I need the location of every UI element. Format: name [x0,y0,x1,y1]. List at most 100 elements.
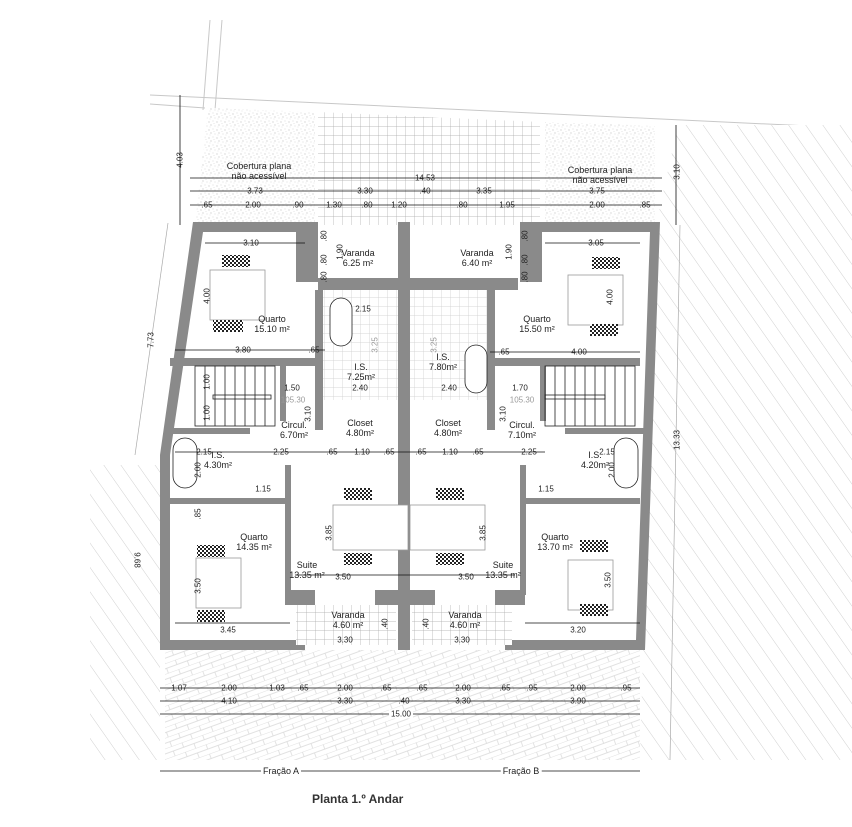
dim-bottom-row2-2: .40 [398,696,410,706]
dim-top-overall: 14.53 [414,173,436,183]
dim-var-tr-h2: .80 [520,254,530,266]
dim-bottom-row1-0: 1.07 [171,683,187,693]
roof-left [195,108,315,225]
fraction-a-label: Fração A [260,766,302,776]
dim-left-bottom: 9.68 [132,552,142,568]
dim-hall-r: 1.15 [538,484,554,494]
walls [160,222,660,650]
dim-bottom-row1-1: 2.00 [221,683,237,693]
dim-bottom-row1-10: 2.00 [570,683,586,693]
room-circul-left: Circul.6.70m² [279,420,309,440]
dim-q-tl-width: 3.10 [243,238,259,248]
dim-q-tr-width: 3.05 [588,238,604,248]
dim-row-l-3: .65 [383,447,395,457]
diag-dimension-lines [134,222,681,761]
dim-bottom-row1-5: .65 [380,683,392,693]
dim-stair-l-w: 1.50 [284,383,300,393]
dim-suite-l-h: 3.85 [324,525,334,541]
dim-row-l-2: 1.10 [354,447,370,457]
fraction-b-label: Fração B [500,766,542,776]
dim-bottom-row1-6: .65 [416,683,428,693]
dim-top-row3-7: 1.95 [499,200,515,210]
dim-is-sl-w: 2.15 [196,447,212,457]
dim-top-row2-0: 3.73 [247,186,263,196]
dim-right-top-height: 3.10 [672,164,682,180]
dim-suite-l-w: 3.50 [335,572,351,582]
dim-top-row2-2: .40 [419,186,431,196]
dim-bottom-row1-9: .95 [526,683,538,693]
dim-var-tr-depth: 1.90 [504,244,514,260]
dim-stair-r-w: 1.70 [512,383,528,393]
dim-q-tl-height: 4.00 [202,288,212,304]
dim-bottom-row1-3: .65 [297,683,309,693]
roof-right [545,122,655,225]
dim-top-row3-4: .80 [361,200,373,210]
dim-top-row3-9: .85 [639,200,651,210]
dim-bottom-row2-3: 3.30 [455,696,471,706]
dim-top-row3-3: 1.30 [326,200,342,210]
dim-is-sl-h: 2.00 [193,462,203,478]
dim-q-bl-w: 3.45 [220,625,236,635]
dim-q-tr-bottom: 4.00 [571,347,587,357]
dim-var-tr-h3: .80 [520,271,530,283]
dim-left-diag: 7.73 [146,332,156,348]
drawing-title: Planta 1.º Andar [312,792,404,806]
dim-left-top-height: 4.03 [175,152,185,168]
site-lines [149,19,852,129]
dim-bottom-row1-7: 2.00 [455,683,471,693]
varanda-bottom-left-tiles [296,605,396,645]
dim-bottom-row1-11: .95 [620,683,632,693]
dim-top-row2-4: 3.75 [589,186,605,196]
dim-var-bl-w: 3.30 [337,635,353,645]
terrace-tiles-top [318,112,540,225]
dim-is-cl-w2: 2.40 [352,383,368,393]
room-circul-right: Circul.7.10m² [507,420,537,440]
roof-right-label: Cobertura plana não acessível [567,165,633,185]
varanda-bottom-right-tiles [412,605,512,645]
roof-left-label: Cobertura plana não acessível [226,161,292,181]
dim-q-bl-h: 3.50 [193,578,203,594]
dim-row-r-0: .65 [415,447,427,457]
dim-hall-l: 1.15 [255,484,271,494]
room-is-center-right: I.S.7.80m² [428,352,458,372]
dim-var-bl-h: .40 [380,618,390,630]
dim-var-tl-h3: .80 [319,271,329,283]
dim-bottom-row2-0: 4.10 [221,696,237,706]
dim-top-row3-5: 1.20 [391,200,407,210]
dim-q-tr-door: .65 [498,347,510,357]
dim-row-r-2: .65 [472,447,484,457]
dim-suite-r-w: 3.50 [458,572,474,582]
room-is-side-left: I.S.4.30m² [203,450,233,470]
level-mark-left: 105.30 [280,395,306,405]
dim-q-tr-height: 4.00 [605,289,615,305]
neighbor-terrain-left [90,465,160,760]
dim-top-row3-0: .65 [201,200,213,210]
dim-q-tl-door: .65 [308,345,320,355]
stair-right [544,365,636,427]
bed-blankets [197,255,620,622]
beds [195,269,624,611]
dim-top-row3-2: .90 [292,200,304,210]
front-paving [165,650,640,760]
dim-var-tr-h1: .80 [520,230,530,242]
dim-top-row2-3: 3.35 [476,186,492,196]
level-mark-right: 105.30 [509,395,535,405]
room-is-center-left: I.S.7.25m² [346,362,376,382]
dim-stair-l-h2: 1.00 [202,405,212,421]
dim-row-r-1: 1.10 [442,447,458,457]
dim-q-tl-bottom: 3.80 [235,345,251,355]
bathtubs [172,297,639,489]
dim-var-tl-h2: .80 [319,254,329,266]
dim-circ-l-h: 3.10 [303,406,313,422]
stair-left [194,365,276,427]
